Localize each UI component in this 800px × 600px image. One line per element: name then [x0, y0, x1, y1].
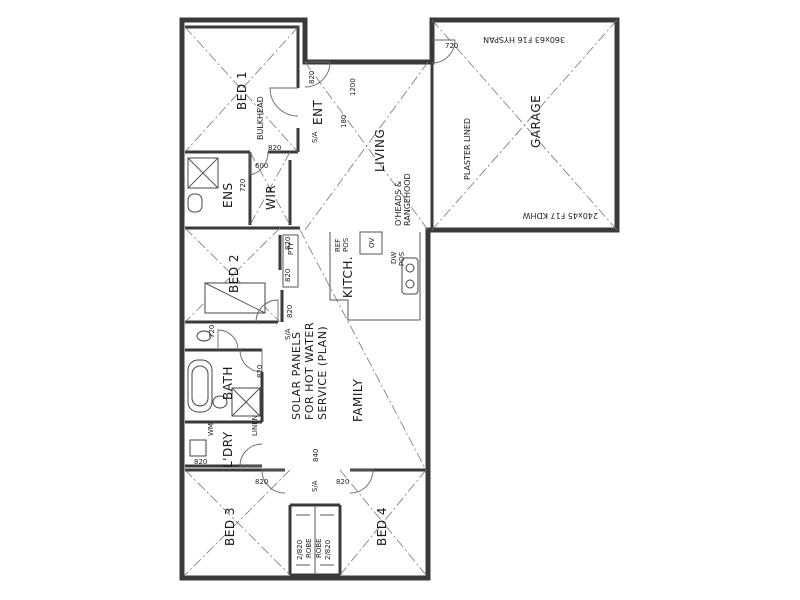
bed4-label: BED 4: [375, 507, 389, 546]
robe-dim-b: 2/820: [324, 540, 332, 560]
rangehood-note-2: RANGEHOOD: [403, 173, 412, 226]
smoke-alarm-2: S/A: [284, 328, 292, 340]
bath-label: BATH: [221, 366, 235, 400]
solar-note-2: FOR HOT WATER: [303, 322, 316, 420]
solar-note-1: SOLAR PANELS: [290, 332, 303, 420]
dim-820-ent: 820: [308, 71, 316, 84]
smoke-alarm-1: S/A: [311, 131, 319, 143]
kitch-label: KITCH.: [341, 256, 355, 298]
wm-label: WM: [207, 423, 215, 436]
pty-label: PTY: [287, 242, 295, 255]
room-diagonals: [184, 19, 618, 576]
dim-600: 600: [255, 162, 268, 170]
ref-label: REF: [334, 239, 342, 252]
door-swings: [217, 39, 456, 494]
dry-label: L'DRY: [221, 431, 235, 468]
bed3-label: BED 3: [223, 507, 237, 546]
ov-label: OV: [368, 238, 376, 248]
internal-walls: [185, 25, 434, 577]
dim-820-bed4: 820: [336, 478, 349, 486]
dim-720-wc: 720: [208, 325, 216, 338]
dimension-labels: 820 1200 180 820 600 720 820 820 820 720…: [194, 42, 458, 486]
dw-label: DW: [390, 252, 398, 264]
fixtures: [187, 157, 421, 566]
dim-720-ens: 720: [239, 179, 247, 192]
room-labels: BED 1 BULKHEAD ENT LIVING GARAGE PLASTER…: [221, 71, 543, 546]
dim-820-wir: 820: [268, 144, 281, 152]
garage-label: GARAGE: [529, 95, 543, 148]
dim-1200: 1200: [349, 78, 357, 96]
dim-820-pty2: 820: [284, 269, 292, 282]
pos-label-1: POS: [342, 237, 350, 252]
robe-a: ROBE: [305, 538, 313, 558]
robe-dim-a: 2/820: [296, 540, 304, 560]
plan-notes: SOLAR PANELS FOR HOT WATER SERVICE (PLAN…: [207, 35, 598, 560]
dim-720-garage: 720: [445, 42, 458, 50]
dim-820-bed2: 820: [286, 305, 294, 318]
family-label: FAMILY: [351, 379, 365, 422]
ens-label: ENS: [221, 182, 235, 208]
bulkhead-label: BULKHEAD: [256, 96, 265, 140]
kdhw-beam-label: 240x45 F17 KDHW: [523, 211, 598, 220]
living-label: LIVING: [373, 129, 387, 172]
rangehood-note-1: O'HEADS &: [394, 181, 403, 226]
robe-b: ROBE: [315, 538, 323, 558]
ent-label: ENT: [311, 99, 325, 125]
smoke-alarm-3: S/A: [311, 480, 319, 492]
dim-820-bath: 820: [256, 365, 264, 378]
dim-840: 840: [312, 449, 320, 462]
bed1-label: BED 1: [235, 71, 249, 110]
hyspan-beam-label: 360x63 F16 HYSPAN: [483, 35, 565, 44]
pos-label-2: POS: [398, 251, 406, 266]
plaster-lined-label: PLASTER LINED: [463, 118, 472, 180]
dim-820-dry: 820: [194, 458, 207, 466]
linen-label: LINEN: [251, 415, 259, 436]
dim-820-pty1: 820: [284, 237, 292, 250]
dim-180: 180: [340, 115, 348, 128]
dim-820-bed3: 820: [255, 478, 268, 486]
wir-label: WIR: [264, 185, 278, 210]
solar-note-3: SERVICE (PLAN): [316, 326, 329, 420]
bed2-label: BED 2: [227, 254, 241, 293]
